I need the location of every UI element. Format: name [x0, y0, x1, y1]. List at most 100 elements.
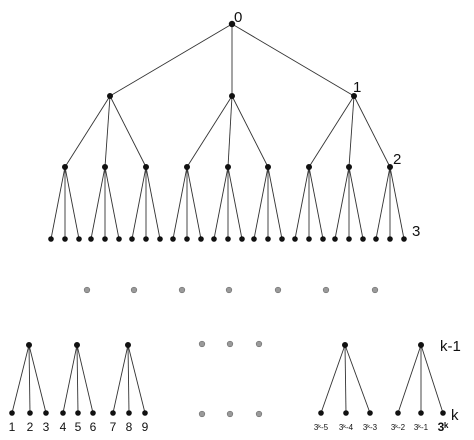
level-k-node-12 — [395, 410, 401, 416]
level3-node-18 — [292, 236, 298, 242]
level-k-node-14 — [440, 410, 446, 416]
level3-node-7 — [143, 236, 149, 242]
level3-node-5 — [116, 236, 122, 242]
leaf-label-7: 7 — [110, 420, 117, 434]
leaf-label-3k-3: 3ᵏ-3 — [363, 423, 378, 432]
edge-lk1-to-lk-3 — [62, 344, 78, 414]
edge-l2-to-l3-11 — [186, 166, 202, 240]
leaf-label-5: 5 — [75, 420, 82, 434]
level3-node-15 — [251, 236, 257, 242]
level3-node-14 — [239, 236, 245, 242]
level-k-node-4 — [75, 410, 81, 416]
ellipsis-dots — [83, 286, 379, 418]
level3-node-3 — [88, 236, 94, 242]
edge-l1-to-l2-4 — [227, 95, 233, 168]
edge-l2-to-l3-23 — [348, 166, 364, 240]
level3-node-11 — [198, 236, 204, 242]
level-label-k-minus-1: k-1 — [440, 338, 461, 355]
edge-lk1-to-lk-5 — [76, 344, 94, 414]
level-label-2: 2 — [393, 151, 401, 168]
level2-node-7 — [346, 164, 352, 170]
level2-node-5 — [265, 164, 271, 170]
level2-node-0 — [62, 164, 68, 170]
level-label-1: 1 — [353, 79, 361, 96]
level1-node-0 — [107, 93, 113, 99]
tree-edges — [11, 23, 444, 414]
ellipsis-dot-grid-3 — [198, 410, 206, 418]
level-k-node-3 — [60, 410, 66, 416]
edge-lk1-to-lk-14 — [420, 344, 444, 414]
edge-lk1-to-lk-12 — [397, 344, 422, 414]
level1-node-1 — [229, 93, 235, 99]
level-k-node-0 — [9, 410, 15, 416]
leaf-label-9: 9 — [142, 420, 149, 434]
leaf-label-3k-2: 3ᵏ-2 — [391, 423, 406, 432]
edge-l2-to-l3-21 — [334, 166, 350, 240]
edge-lk1-to-lk-2 — [28, 344, 47, 414]
edge-lk1-to-lk-1 — [28, 344, 31, 414]
edge-l1-to-l2-0 — [64, 95, 111, 168]
edge-lk1-to-lk-4 — [76, 344, 79, 414]
level-k-node-7 — [126, 410, 132, 416]
ellipsis-dot-row-2 — [178, 286, 186, 294]
leaf-label-3k-5: 3ᵏ-5 — [314, 423, 329, 432]
level2-node-3 — [184, 164, 190, 170]
level-k-node-13 — [418, 410, 424, 416]
ellipsis-dot-grid-4 — [226, 410, 234, 418]
level-k-minus-1-node-1 — [74, 342, 80, 348]
level-k-node-10 — [343, 410, 349, 416]
edge-l1-to-l2-7 — [348, 95, 355, 168]
level3-node-6 — [129, 236, 135, 242]
level3-node-20 — [320, 236, 326, 242]
edge-lk1-to-lk-0 — [11, 344, 30, 414]
level3-node-21 — [332, 236, 338, 242]
leaf-label-3k-1: 3ᵏ-1 — [414, 423, 429, 432]
level2-node-4 — [225, 164, 231, 170]
edge-l1-to-l2-5 — [231, 95, 269, 168]
tree-nodes — [9, 20, 446, 416]
level3-node-25 — [387, 236, 393, 242]
ellipsis-dot-grid-0 — [198, 340, 206, 348]
leaf-label-3: 3 — [43, 420, 50, 434]
level3-node-23 — [360, 236, 366, 242]
ellipsis-dot-grid-1 — [226, 340, 234, 348]
level3-node-8 — [157, 236, 163, 242]
level-k-node-2 — [43, 410, 49, 416]
level-k-node-9 — [318, 410, 324, 416]
edge-l1-to-l2-6 — [308, 95, 355, 168]
level3-node-16 — [265, 236, 271, 242]
level3-node-13 — [225, 236, 231, 242]
edge-lk1-to-lk-6 — [112, 344, 129, 414]
level3-node-10 — [184, 236, 190, 242]
root-node — [228, 20, 236, 28]
edge-l1-to-l2-8 — [353, 95, 391, 168]
level-k-minus-1-node-0 — [26, 342, 32, 348]
level3-node-1 — [62, 236, 68, 242]
ellipsis-dot-grid-5 — [255, 410, 263, 418]
edge-l2-to-l3-20 — [308, 166, 324, 240]
level-k-minus-1-node-2 — [125, 342, 131, 348]
level-label-k: k — [451, 407, 459, 424]
level2-node-6 — [306, 164, 312, 170]
ellipsis-dot-row-5 — [322, 286, 330, 294]
ellipsis-dot-row-1 — [130, 286, 138, 294]
leaf-label-6: 6 — [90, 420, 97, 434]
level3-node-24 — [373, 236, 379, 242]
level3-node-9 — [170, 236, 176, 242]
level-k-node-1 — [27, 410, 33, 416]
edge-lk1-to-lk-11 — [344, 344, 371, 414]
edge-l2-to-l3-3 — [90, 166, 106, 240]
edge-l2-to-l3-5 — [104, 166, 120, 240]
level-k-minus-1-node-3 — [342, 342, 348, 348]
edge-root-to-l1-0 — [109, 23, 233, 97]
edge-lk1-to-lk-10 — [344, 344, 347, 414]
level2-node-8 — [387, 164, 393, 170]
ellipsis-dot-row-4 — [274, 286, 282, 294]
edge-lk1-to-lk-9 — [320, 344, 346, 414]
level3-node-26 — [401, 236, 407, 242]
level3-node-22 — [346, 236, 352, 242]
level2-node-1 — [102, 164, 108, 170]
edge-l2-to-l3-18 — [294, 166, 310, 240]
level-label-3: 3 — [412, 223, 420, 240]
level3-node-17 — [279, 236, 285, 242]
